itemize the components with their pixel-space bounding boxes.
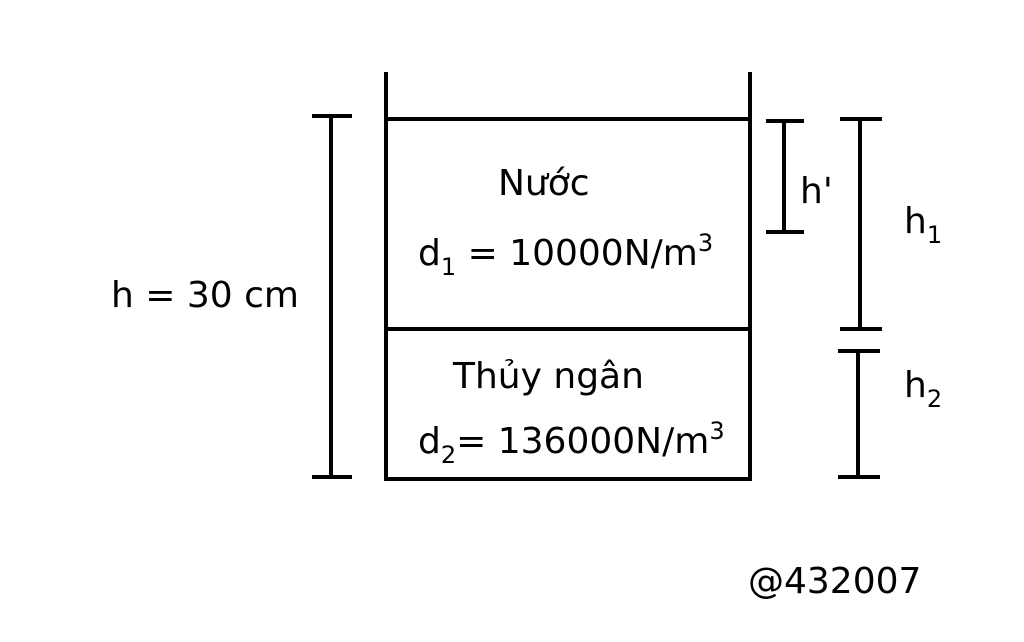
h-prime-bracket [766, 119, 804, 234]
h1-symbol: h [904, 201, 927, 242]
h2-bracket [838, 349, 880, 479]
total-height-bracket [312, 114, 352, 479]
water-density-symbol: d [418, 233, 441, 274]
h-prime-label: h' [800, 171, 833, 212]
mercury-density-label: d2= 136000N/m3 [418, 419, 725, 467]
water-name-label: Nước [498, 163, 590, 204]
h1-label: h1 [904, 201, 942, 248]
h1-bracket [840, 117, 882, 331]
total-height-label: h = 30 cm [111, 275, 299, 316]
watermark-text: @432007 [748, 561, 922, 602]
mercury-density-value: = 136000N/m [456, 421, 710, 462]
mercury-name-label: Thủy ngân [453, 356, 644, 397]
mercury-density-symbol: d [418, 421, 441, 462]
water-density-label: d1 = 10000N/m3 [418, 231, 713, 279]
h2-symbol: h [904, 365, 927, 406]
h1-sub: 1 [926, 221, 943, 249]
mercury-density-sup: 3 [709, 417, 725, 445]
water-density-sub: 1 [440, 253, 457, 281]
h2-sub: 2 [926, 385, 943, 413]
mercury-density-sub: 2 [440, 441, 457, 469]
water-density-value: = 10000N/m [456, 233, 698, 274]
h2-label: h2 [904, 365, 942, 412]
water-density-sup: 3 [697, 229, 714, 257]
